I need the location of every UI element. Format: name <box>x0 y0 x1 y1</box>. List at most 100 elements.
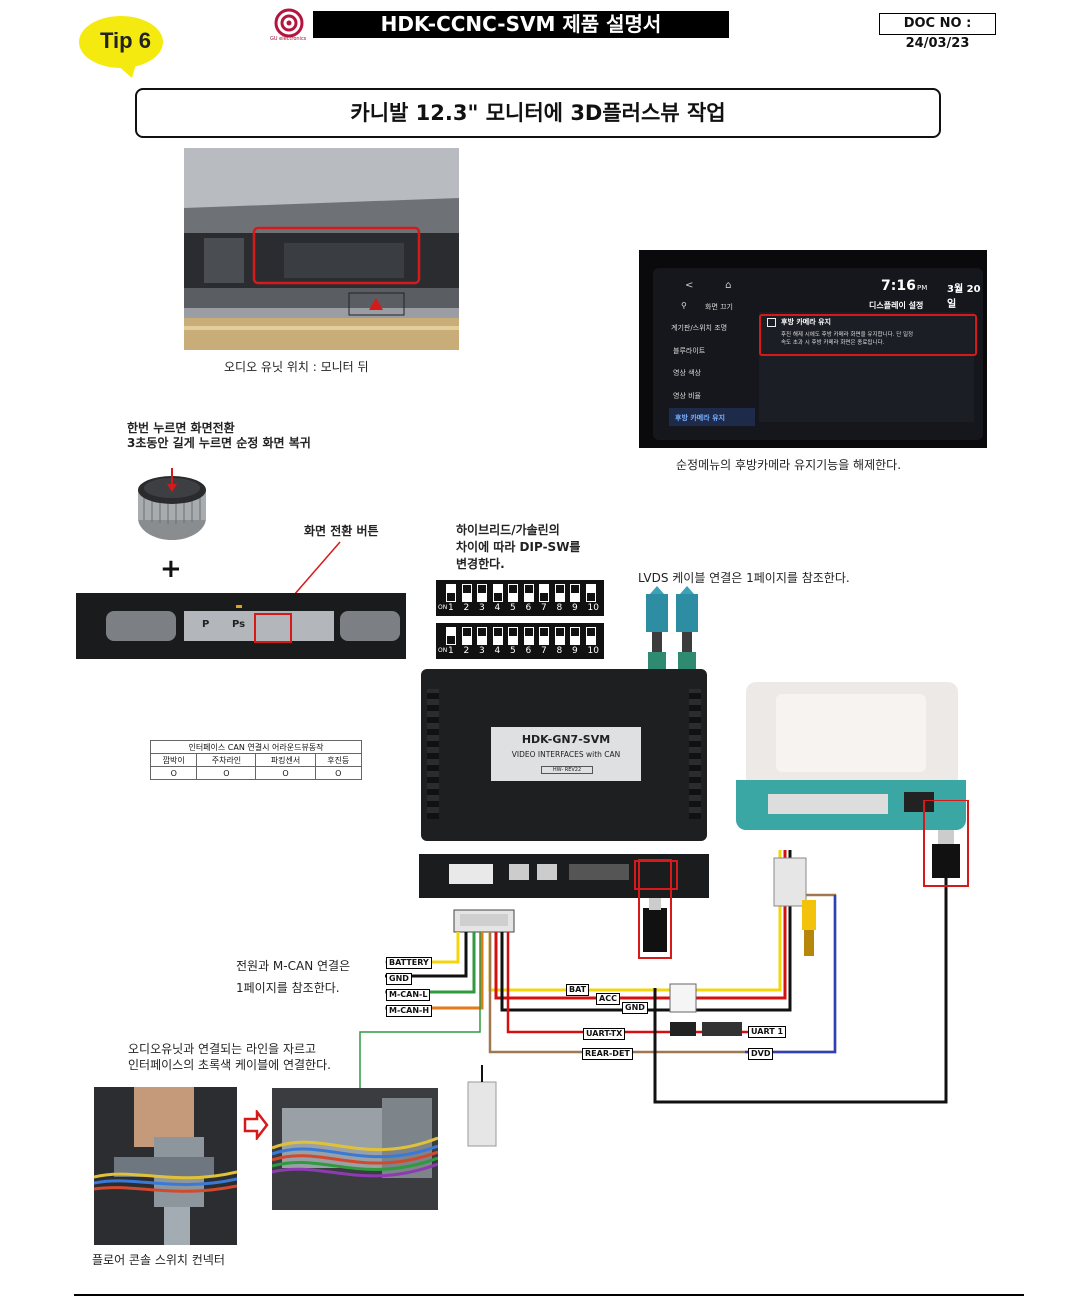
can-table-header: 깜박이 <box>149 753 198 767</box>
company-logo-icon <box>274 8 304 38</box>
doc-title: HDK-CCNC-SVM 제품 설명서 <box>313 11 729 38</box>
can-table-cell: O <box>196 766 257 780</box>
dip-switch-toggle[interactable] <box>477 584 487 602</box>
tip-bubble <box>79 16 163 78</box>
screen-option-desc: 속도 초과 시 후방 카메라 화면은 종료됩니다. <box>781 340 885 346</box>
screen-menu-item[interactable]: 블루라이트 <box>673 347 706 355</box>
dip-number-label: 7 <box>541 603 547 613</box>
dip-switch-toggle[interactable] <box>585 627 596 645</box>
dip-switch-toggle[interactable] <box>523 584 534 602</box>
dip-number-label: 5 <box>510 646 516 656</box>
dip-number-label: 4 <box>494 603 501 613</box>
dip-instruction-3: 변경한다. <box>456 557 505 571</box>
dip-switch-toggle[interactable] <box>461 584 472 602</box>
dip-switch-toggle[interactable] <box>539 627 549 645</box>
dip-number-label: 2 <box>463 646 470 656</box>
rotary-knob-icon <box>138 468 206 540</box>
dip-number-label: 6 <box>525 646 532 656</box>
screen-menu-item[interactable]: 계기판/스위치 조명 <box>671 324 728 332</box>
can-table-header: 후진등 <box>314 753 363 767</box>
doc-number: DOC NO : 24/03/23 <box>879 13 996 51</box>
bottom-divider <box>74 1294 1024 1296</box>
lvds-caption: LVDS 케이블 연결은 1페이지를 참조한다. <box>638 571 850 585</box>
can-table-title: 인터페이스 CAN 연결시 어라운드뷰동작 <box>150 740 362 754</box>
dip-number-label: 9 <box>572 603 578 613</box>
connector-photo-before <box>94 1087 237 1245</box>
lvds-connector-icon <box>646 586 698 674</box>
device-model: HDK-GN7-SVM <box>521 733 611 746</box>
dip-number-label: 8 <box>556 646 563 656</box>
interface-box: HDK-GN7-SVM VIDEO INTERFACES with CAN HW… <box>421 669 707 841</box>
dip-switch-toggle[interactable] <box>585 584 596 602</box>
dip-switch-toggle[interactable] <box>446 584 456 602</box>
power-caption-2: 1페이지를 참조한다. <box>236 981 340 995</box>
dip-number-label: 7 <box>541 646 547 656</box>
dip-on-label: ON <box>438 604 448 611</box>
dip-instruction-1: 하이브리드/가솔린의 <box>456 523 560 537</box>
dip-number-label: 4 <box>494 646 501 656</box>
screen-menu-title: 디스플레이 설정 <box>869 301 924 310</box>
checkbox-icon[interactable] <box>767 318 776 327</box>
dip-switch-toggle[interactable] <box>508 584 518 602</box>
screen-menu-item[interactable]: 화면 끄기 <box>705 303 733 311</box>
screen-menu-item[interactable]: 영상 비율 <box>673 392 701 400</box>
wire-tag-uart1: UART 1 <box>748 1026 787 1038</box>
dip-number-label: 8 <box>556 603 563 613</box>
dip-switch-toggle[interactable] <box>539 584 549 602</box>
dip-switch-toggle[interactable] <box>570 627 580 645</box>
dip-number-label: 2 <box>463 603 470 613</box>
dip-number-label: 3 <box>479 603 485 613</box>
dip-number-label: 10 <box>587 603 599 613</box>
wire-tag-gnd2: GND <box>622 1002 648 1014</box>
dip-switch-toggle[interactable] <box>461 627 472 645</box>
wire-tag-dvd: DVD <box>748 1048 774 1060</box>
dip-switch-toggle[interactable] <box>570 584 580 602</box>
audio-unit-caption: 오디오 유닛 위치 : 모니터 뒤 <box>224 360 369 374</box>
section-title: 카니발 12.3" 모니터에 3D플러스뷰 작업 <box>135 88 941 138</box>
screen-menu-item[interactable]: 영상 색상 <box>673 369 701 377</box>
device-subtitle: VIDEO INTERFACES with CAN <box>511 750 621 759</box>
screen-switch-button[interactable] <box>254 613 292 643</box>
dip-switch-toggle[interactable] <box>446 627 456 645</box>
dip-switch-toggle[interactable] <box>477 627 487 645</box>
screen-date: 3월 20일 <box>947 284 981 310</box>
audio-cut-caption-1: 오디오유닛과 연결되는 라인을 자르고 <box>128 1042 317 1056</box>
search-icon: ⚲ <box>681 301 687 310</box>
can-table-wrapper: 인터페이스 CAN 연결시 어라운드뷰동작 깜박이 주차라인 파킹센서 후진등 … <box>149 740 363 780</box>
dashboard-switch-photo: P Ps <box>76 593 406 659</box>
knob-instruction-1: 한번 누르면 화면전환 <box>127 421 235 435</box>
dip-number-label: 10 <box>587 646 599 656</box>
wire-tag-gnd: GND <box>386 973 412 985</box>
dip-switch-toggle[interactable] <box>492 627 503 645</box>
screen-option-title: 후방 카메라 유지 <box>781 318 831 326</box>
connector-photo-after <box>272 1088 438 1210</box>
dip-switch-toggle[interactable] <box>554 627 565 645</box>
screen-option-desc: 후진 해제 시에도 후방 카메라 화면을 유지합니다. 단 일정 <box>781 332 914 338</box>
logo-subtext: GU electronics <box>270 36 307 42</box>
screen-time: 7:16 <box>881 278 916 294</box>
device-rev: HW- REV22 <box>541 766 593 774</box>
can-table-header: 주차라인 <box>196 753 257 767</box>
dip-switch-toggle[interactable] <box>523 627 534 645</box>
screen-menu-item-active[interactable]: 후방 카메라 유지 <box>675 414 725 422</box>
wire-tag-mcan-h: M-CAN-H <box>386 1005 433 1017</box>
audio-unit-photo <box>184 148 459 350</box>
dip-switch-toggle[interactable] <box>508 627 518 645</box>
dip-number-label: 5 <box>510 603 516 613</box>
wire-tag-uart-tx: UART-TX <box>583 1028 626 1040</box>
dip-number-label: 1 <box>448 603 454 613</box>
dash-ps-button[interactable]: Ps <box>232 619 246 630</box>
can-table-header: 파킹센서 <box>255 753 316 767</box>
wire-tag-battery: BATTERY <box>386 957 432 969</box>
dip-switch-toggle[interactable] <box>554 584 565 602</box>
dip-number-label: 1 <box>448 646 454 656</box>
can-table-cell: O <box>149 766 198 780</box>
interface-box-ports <box>419 854 709 898</box>
around-view-module <box>736 682 966 830</box>
floor-console-caption: 플로어 콘솔 스위치 컨넥터 <box>92 1253 225 1267</box>
wiring-diagram <box>359 800 969 1147</box>
dip-switch-toggle[interactable] <box>492 584 503 602</box>
wire-tag-acc: ACC <box>596 993 620 1005</box>
dash-p-button[interactable]: P <box>202 619 210 630</box>
